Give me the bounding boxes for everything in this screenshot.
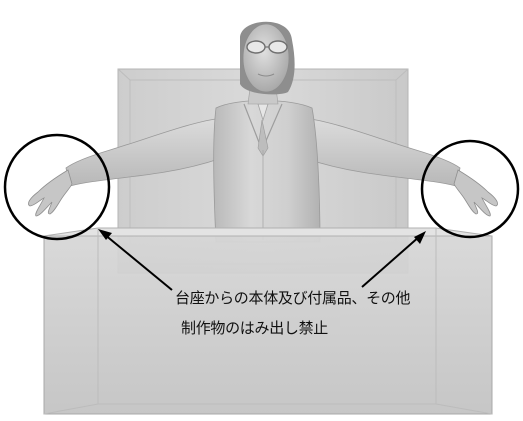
annotation-line-1: 台座からの本体及び付属品、その他 [175,290,410,307]
annotation-line-2: 制作物のはみ出し禁止 [181,320,328,337]
